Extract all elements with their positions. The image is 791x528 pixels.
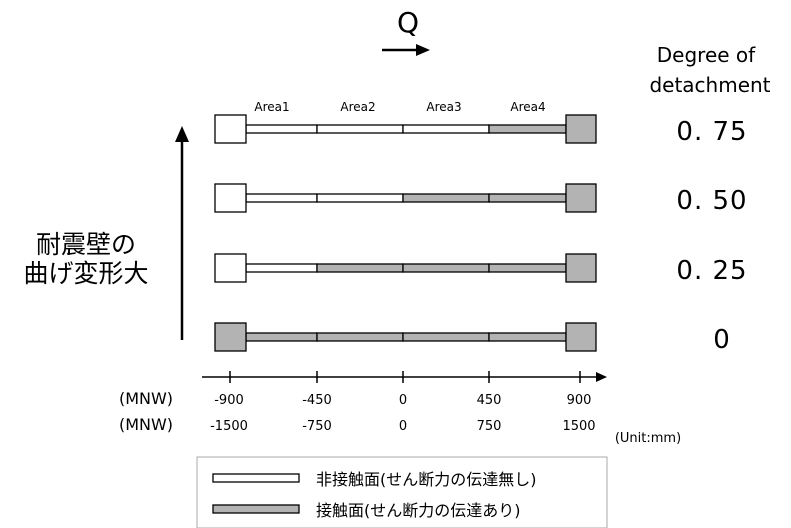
wall-row-1	[214, 114, 597, 144]
tick-row2-4: 1500	[562, 419, 595, 434]
degree-value-row2: 0. 50	[676, 186, 747, 216]
position-axis	[202, 371, 607, 383]
left-column-block	[214, 183, 247, 213]
wall-segment-area4	[488, 332, 567, 342]
bending-deformation-arrow-icon	[175, 126, 189, 340]
legend-label-contact: 接触面(せん断力の伝達あり)	[316, 501, 521, 520]
wall-segment-area2	[316, 124, 404, 134]
wall-segment-area4	[488, 193, 567, 203]
tick-row1-3: 450	[477, 393, 502, 408]
header-line1: Degree of	[657, 43, 756, 67]
legend-swatch-non-contact	[212, 473, 300, 483]
wall-segment-area4	[488, 263, 567, 273]
flow-arrow-icon	[382, 44, 430, 56]
degree-value-row1: 0. 75	[676, 117, 747, 147]
wall-segment-area3	[402, 124, 490, 134]
left-column-block	[214, 114, 247, 144]
wall-row-3	[214, 253, 597, 283]
unit-label: (Unit:mm)	[615, 431, 681, 446]
legend-box	[196, 456, 608, 528]
wall-segment-area3	[402, 332, 490, 342]
left-column-block	[214, 253, 247, 283]
degree-value-row3: 0. 25	[676, 256, 747, 286]
wall-row-4	[214, 322, 597, 352]
left-column-block	[214, 322, 247, 352]
legend: 非接触面(せん断力の伝達無し) 接触面(せん断力の伝達あり)	[196, 456, 608, 528]
right-column-block	[565, 114, 597, 144]
degree-value-row4: 0	[713, 325, 731, 355]
right-column-block	[565, 183, 597, 213]
tick-row1-4: 900	[567, 393, 592, 408]
wall-segment-area3	[402, 193, 490, 203]
wall-segment-area2	[316, 193, 404, 203]
header-line2: detachment	[649, 73, 770, 97]
wall-segment-area1	[245, 193, 318, 203]
legend-label-non-contact: 非接触面(せん断力の伝達無し)	[316, 470, 537, 489]
tick-row2-3: 750	[477, 419, 502, 434]
right-column-block	[565, 253, 597, 283]
tick-row1-1: -450	[302, 393, 332, 408]
flow-label: Q	[397, 6, 419, 39]
wall-segment-area4	[488, 124, 567, 134]
wall-rows	[214, 114, 597, 352]
side-label-line1: 耐震壁の	[36, 230, 136, 259]
tick-row2-2: 0	[399, 419, 407, 434]
wall-row-2	[214, 183, 597, 213]
axis-row1-name: (MNW)	[119, 389, 173, 408]
wall-segment-area1	[245, 124, 318, 134]
tick-row2-0: -1500	[210, 419, 248, 434]
wall-segment-area2	[316, 332, 404, 342]
legend-swatch-contact	[212, 504, 300, 514]
wall-segment-area1	[245, 263, 318, 273]
wall-segment-area2	[316, 263, 404, 273]
tick-row2-1: -750	[302, 419, 332, 434]
axis-row2-name: (MNW)	[119, 415, 173, 434]
side-label-line2: 曲げ変形大	[23, 259, 148, 288]
wall-segment-area1	[245, 332, 318, 342]
right-column-block	[565, 322, 597, 352]
area-label-3: Area3	[426, 100, 461, 114]
area-label-2: Area2	[340, 100, 375, 114]
area-label-1: Area1	[254, 100, 289, 114]
tick-row1-2: 0	[399, 393, 407, 408]
area-label-4: Area4	[510, 100, 545, 114]
tick-row1-0: -900	[214, 393, 244, 408]
wall-segment-area3	[402, 263, 490, 273]
